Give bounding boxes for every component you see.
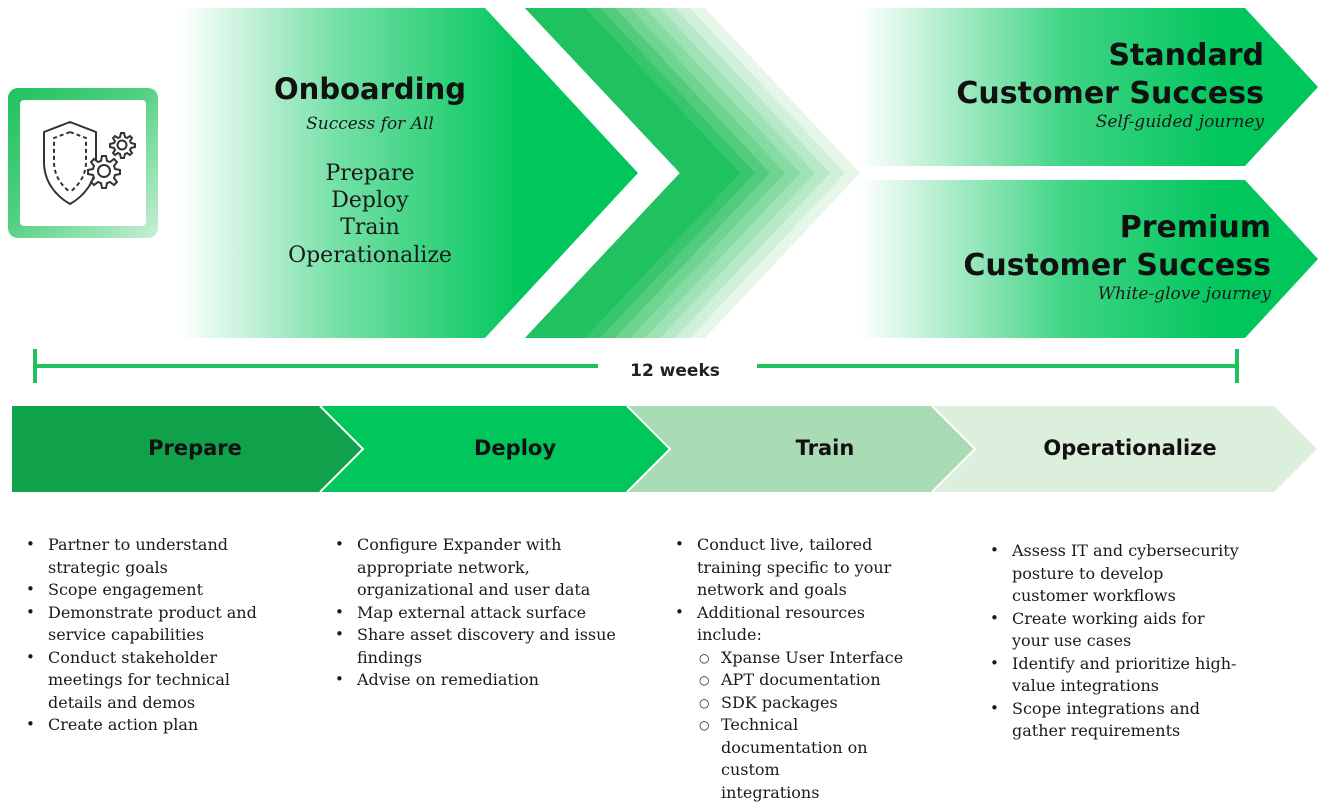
list-item: Scope engagement — [26, 578, 276, 602]
phase-chevron-train — [627, 406, 975, 492]
list-item: Conduct stakeholder meetings for technic… — [26, 646, 276, 715]
premium-subtitle: White-glove journey — [1097, 284, 1271, 304]
phase-chevron-operationalize — [932, 406, 1317, 492]
list-item: Advise on remediation — [335, 668, 625, 692]
list-item: Additional resources include: — [675, 601, 915, 647]
list-item: Configure Expander with appropriate netw… — [335, 533, 625, 602]
list-item: Create working aids for your use cases — [990, 607, 1240, 653]
sub-list-item: APT documentation — [675, 669, 915, 692]
prepare-list: Partner to understand strategic goals Sc… — [26, 533, 276, 737]
operationalize-list: Assess IT and cybersecurity posture to d… — [990, 539, 1240, 743]
standard-title: Standard — [1108, 38, 1264, 73]
onboarding-step-deploy: Deploy — [331, 188, 409, 213]
list-item: Demonstrate product and service capabili… — [26, 601, 276, 647]
phase-label-operationalize: Operationalize — [1043, 436, 1217, 460]
shield-gears-icon-tile — [8, 88, 158, 238]
transition-chevrons — [525, 8, 860, 338]
list-item: Conduct live, tailored training specific… — [675, 533, 915, 602]
premium-title: Premium — [1119, 210, 1271, 245]
phase-label-train: Train — [795, 436, 855, 460]
standard-title-line2: Customer Success — [956, 76, 1264, 111]
premium-banner — [860, 180, 1318, 338]
list-item: Scope integrations and gather requiremen… — [990, 697, 1240, 743]
onboarding-chevron — [180, 8, 638, 338]
phase-chevrons — [12, 406, 1317, 492]
list-item: Create action plan — [26, 713, 276, 737]
list-item: Assess IT and cybersecurity posture to d… — [990, 539, 1240, 608]
standard-banner — [860, 8, 1318, 166]
phase-label-prepare: Prepare — [148, 436, 242, 460]
onboarding-step-train: Train — [340, 215, 400, 240]
list-item: Identify and prioritize high-value integ… — [990, 652, 1240, 698]
phase-chevron-prepare — [12, 406, 363, 492]
timeline-line-left — [33, 364, 598, 368]
phase-chevron-deploy — [320, 406, 670, 492]
timeline-line-right — [757, 364, 1239, 368]
deploy-list: Configure Expander with appropriate netw… — [335, 533, 625, 692]
list-item: Map external attack surface — [335, 601, 625, 625]
timeline-label: 12 weeks — [630, 361, 720, 381]
onboarding-subtitle: Success for All — [306, 114, 434, 134]
premium-title-line2: Customer Success — [963, 248, 1271, 283]
onboarding-step-prepare: Prepare — [325, 161, 415, 186]
phase-label-deploy: Deploy — [473, 436, 557, 460]
shield-gears-icon — [43, 121, 136, 205]
timeline-end-cap — [1235, 349, 1239, 383]
sub-list-item: SDK packages — [675, 692, 915, 715]
list-item: Share asset discovery and issue findings — [335, 623, 625, 669]
list-item: Partner to understand strategic goals — [26, 533, 276, 579]
onboarding-title: Onboarding — [274, 72, 466, 106]
sub-list-item: Xpanse User Interface — [675, 647, 915, 670]
sub-list-item: Technical documentation on custom integr… — [675, 714, 915, 804]
standard-subtitle: Self-guided journey — [1095, 112, 1264, 132]
train-list: Conduct live, tailored training specific… — [675, 533, 915, 804]
onboarding-step-operationalize: Operationalize — [288, 243, 452, 268]
